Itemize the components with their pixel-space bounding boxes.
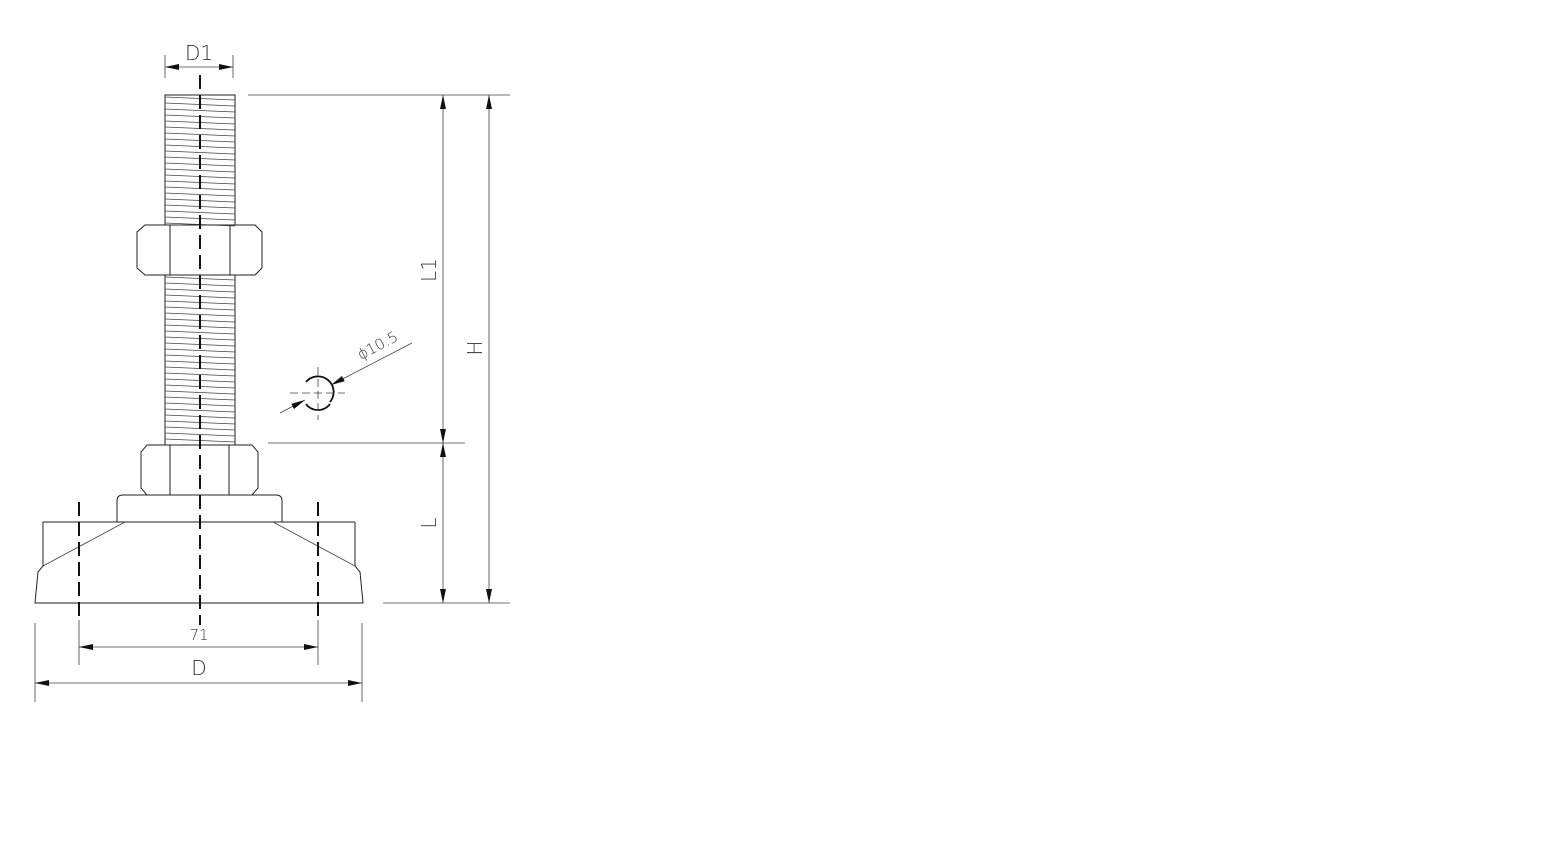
thread-line xyxy=(164,192,236,197)
hole-spacing-label: 71 xyxy=(189,626,208,644)
d-label: D xyxy=(191,656,206,680)
thread-line xyxy=(164,312,236,317)
dimension-hole-spacing: 71 xyxy=(78,620,319,665)
dimension-l1: L1 xyxy=(417,95,446,443)
thread-line xyxy=(164,432,236,437)
thread-line xyxy=(164,288,236,293)
hole-diameter-label: ϕ10.5 xyxy=(354,327,401,363)
hole-detail: ϕ10.5 xyxy=(279,327,413,420)
thread-line xyxy=(164,408,236,413)
dimension-d: D xyxy=(34,623,363,702)
thread-line xyxy=(164,210,236,215)
dimension-d1: D1 xyxy=(164,41,234,78)
upper-nut xyxy=(136,224,263,276)
h-label: H xyxy=(463,340,487,355)
l1-label: L1 xyxy=(417,258,441,282)
thread-line xyxy=(164,132,236,137)
thread-line xyxy=(164,330,236,335)
l-label: L xyxy=(417,517,441,528)
thread-line xyxy=(164,348,236,353)
thread-line xyxy=(164,168,236,173)
dimension-h: H xyxy=(463,95,492,603)
thread-line xyxy=(164,108,236,113)
dimension-l: L xyxy=(417,443,446,603)
d1-label: D1 xyxy=(185,41,213,65)
thread-line xyxy=(164,372,236,377)
thread-line xyxy=(164,150,236,155)
thread-line xyxy=(164,390,236,395)
